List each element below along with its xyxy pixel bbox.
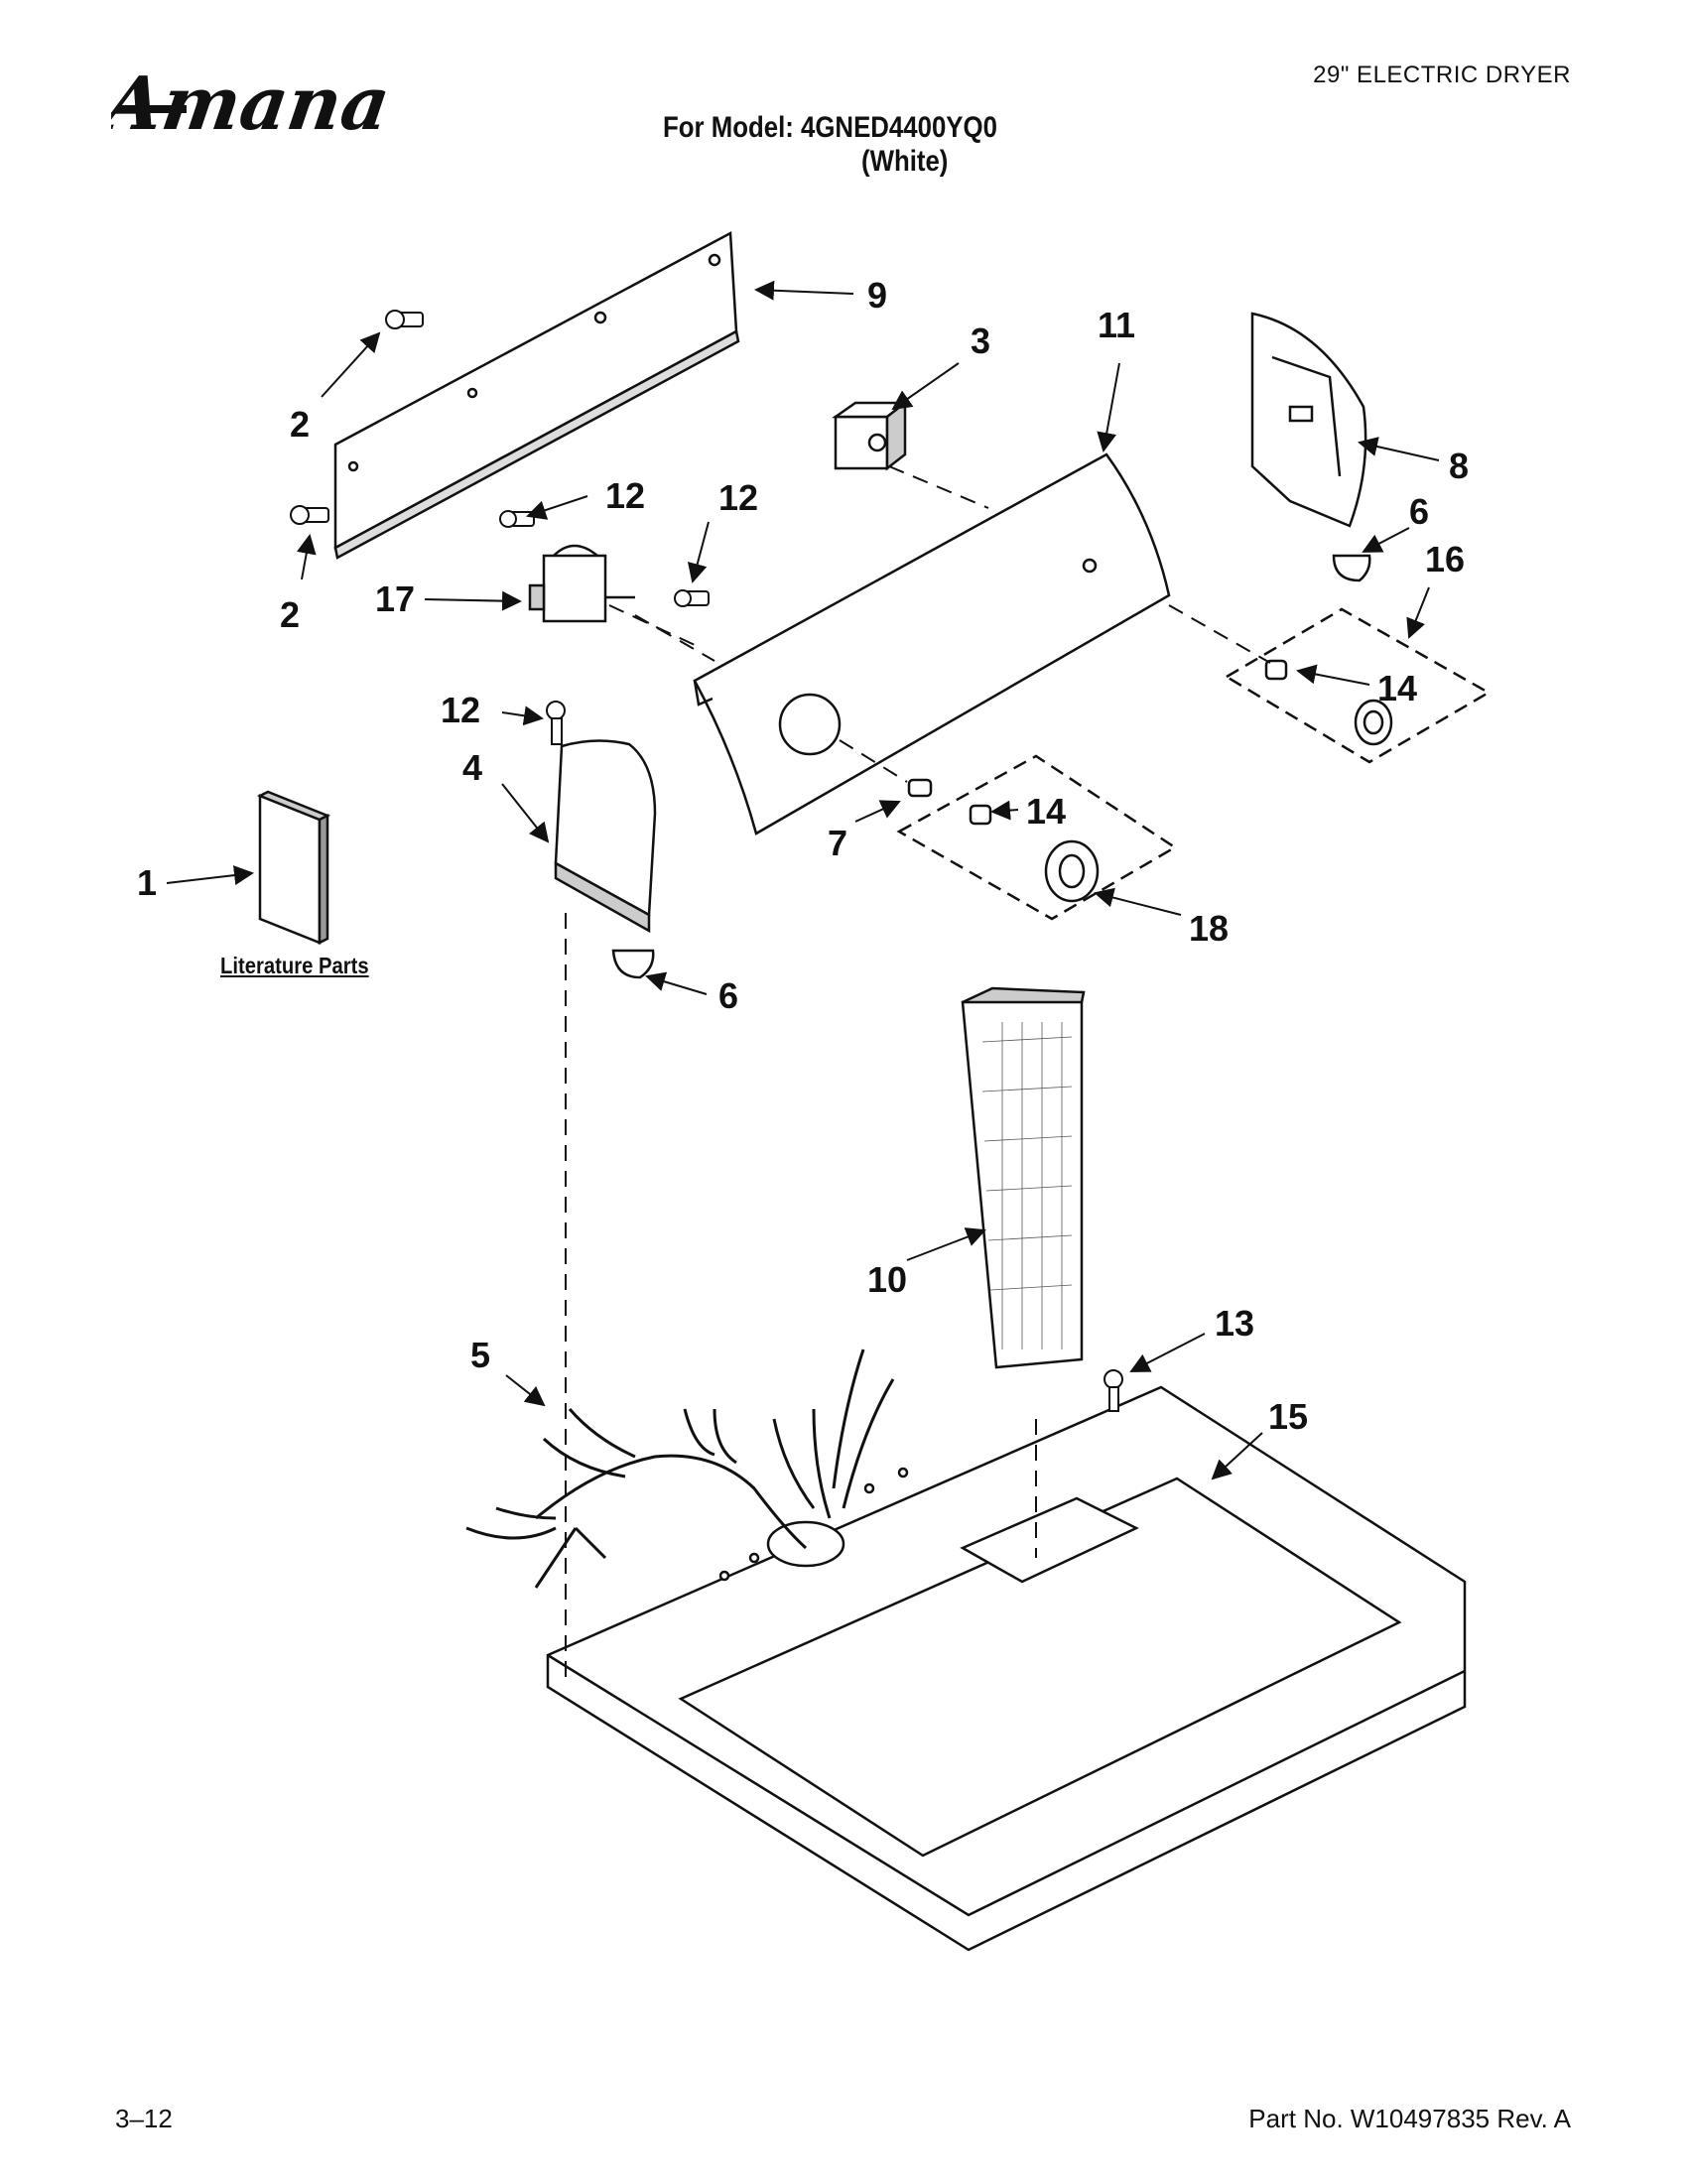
screw-part [499,510,710,745]
callout-4: 4 [462,747,482,788]
callout-6: 6 [718,975,738,1016]
callout-17: 17 [375,578,415,619]
callout-6: 6 [1409,491,1429,532]
callout-14: 14 [1026,791,1066,832]
callout-leaders [166,280,1440,1480]
page-number: 3–12 [115,2104,173,2133]
callout-2: 2 [290,404,310,445]
switch-part [832,400,909,471]
callout-15: 15 [1268,1396,1308,1437]
literature-booklet [256,790,331,946]
callout-12: 12 [605,475,645,516]
wire-harness-part [465,1349,895,1589]
callout-16: 16 [1425,539,1465,579]
screw-part [1104,1369,1123,1412]
callout-12: 12 [718,477,758,518]
callout-18: 18 [1189,908,1229,949]
callout-10: 10 [867,1259,907,1300]
timer-part [528,544,635,623]
screw-part [290,310,424,525]
callout-5: 5 [470,1335,490,1375]
amana-logo: Amana [111,60,395,146]
callout-3: 3 [971,321,990,361]
part-number: Part No. W10497835 Rev. A [1248,2104,1571,2133]
callout-7: 7 [828,823,847,863]
knob-part [907,659,1393,903]
knob-kit-group [896,607,1492,921]
rear-panel-part [333,230,740,560]
model-number: For Model: 4GNED4400YQ0 [663,111,997,144]
document-type: 29" ELECTRIC DRYER [1313,62,1571,88]
svg-text:Amana: Amana [111,60,395,146]
callout-8: 8 [1449,446,1469,486]
callout-2: 2 [280,594,300,635]
callout-numbers: 1 2 2 3 4 5 6 6 7 8 9 10 11 12 12 12 13 … [137,275,1469,1437]
end-cap-part [1250,312,1367,528]
model-color: (White) [861,145,949,178]
control-console-part [693,452,1171,835]
clip-part [611,554,1371,979]
side-cap-part [554,739,657,934]
callout-14: 14 [1377,668,1417,708]
callout-9: 9 [867,275,887,316]
callout-13: 13 [1215,1303,1254,1344]
callout-12: 12 [441,690,480,730]
assembly-lines [565,465,1271,1677]
callout-1: 1 [137,862,157,903]
callout-11: 11 [1098,305,1135,345]
lint-screen-part [961,986,1086,1369]
literature-parts-label: Literature Parts [220,953,369,978]
top-panel-part [546,1385,1467,1952]
